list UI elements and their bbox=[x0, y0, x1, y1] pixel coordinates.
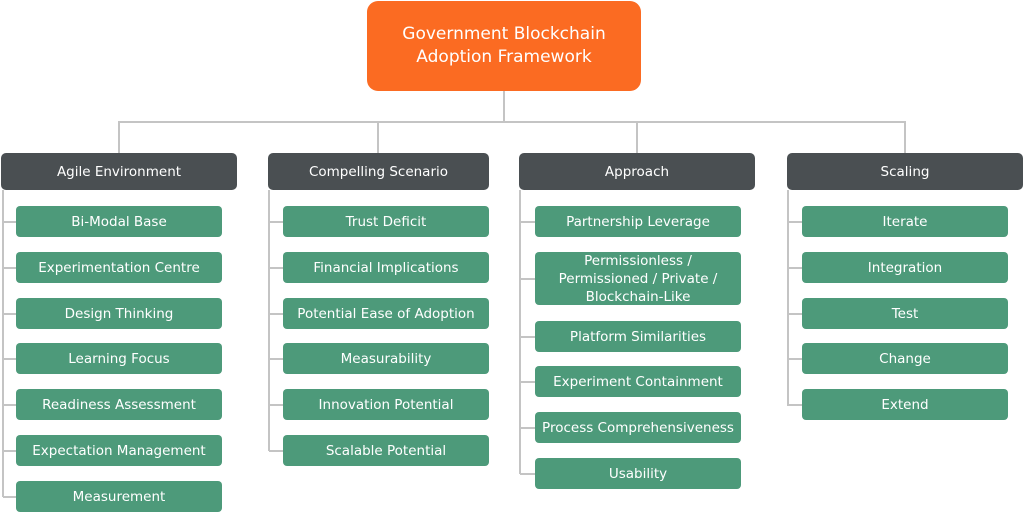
branch-line bbox=[3, 450, 17, 452]
node-integration: Integration bbox=[802, 252, 1008, 283]
branch-line bbox=[520, 278, 536, 280]
column-header-agile-environment: Agile Environment bbox=[1, 153, 237, 190]
node-design-thinking: Design Thinking bbox=[16, 298, 222, 329]
branch-line bbox=[788, 221, 803, 223]
node-potential-ease-of-adoption: Potential Ease of Adoption bbox=[283, 298, 489, 329]
branch-line bbox=[788, 358, 803, 360]
node-measurability: Measurability bbox=[283, 343, 489, 374]
node-change: Change bbox=[802, 343, 1008, 374]
node-platform-similarities: Platform Similarities bbox=[535, 321, 741, 352]
node-partnership-leverage: Partnership Leverage bbox=[535, 206, 741, 237]
spine-compelling bbox=[268, 190, 270, 451]
branch-line bbox=[520, 336, 536, 338]
branch-line bbox=[269, 267, 284, 269]
drop-line-approach bbox=[636, 121, 638, 153]
column-header-scaling: Scaling bbox=[787, 153, 1023, 190]
branch-line bbox=[3, 267, 17, 269]
spine-agile bbox=[2, 190, 4, 497]
node-extend: Extend bbox=[802, 389, 1008, 420]
node-innovation-potential: Innovation Potential bbox=[283, 389, 489, 420]
node-expectation-management: Expectation Management bbox=[16, 435, 222, 466]
root-stem-line bbox=[503, 91, 505, 122]
root-title-line-1: Government Blockchain bbox=[402, 24, 606, 44]
column-header-approach: Approach bbox=[519, 153, 755, 190]
spine-approach bbox=[519, 190, 521, 474]
branch-line bbox=[3, 404, 17, 406]
branch-line bbox=[788, 313, 803, 315]
drop-line-agile bbox=[118, 121, 120, 153]
branch-line bbox=[269, 450, 284, 452]
branch-line bbox=[269, 221, 284, 223]
branch-line bbox=[3, 358, 17, 360]
node-permission-models: Permissionless / Permissioned / Private … bbox=[535, 252, 741, 305]
branch-line bbox=[3, 313, 17, 315]
node-process-comprehensiveness: Process Comprehensiveness bbox=[535, 412, 741, 443]
branch-line bbox=[520, 221, 536, 223]
branch-line bbox=[269, 358, 284, 360]
branch-line bbox=[269, 313, 284, 315]
node-bi-modal-base: Bi-Modal Base bbox=[16, 206, 222, 237]
branch-line bbox=[520, 473, 536, 475]
node-experiment-containment: Experiment Containment bbox=[535, 366, 741, 397]
node-learning-focus: Learning Focus bbox=[16, 343, 222, 374]
branch-line bbox=[520, 381, 536, 383]
node-usability: Usability bbox=[535, 458, 741, 489]
node-experimentation-centre: Experimentation Centre bbox=[16, 252, 222, 283]
branch-line bbox=[788, 267, 803, 269]
drop-line-scaling bbox=[904, 121, 906, 153]
spine-scaling bbox=[787, 190, 789, 406]
branch-line bbox=[520, 427, 536, 429]
branch-line bbox=[3, 221, 17, 223]
branch-line bbox=[3, 496, 17, 498]
branch-line bbox=[788, 404, 803, 406]
root-title-line-2: Adoption Framework bbox=[416, 47, 592, 67]
branch-line bbox=[269, 404, 284, 406]
node-iterate: Iterate bbox=[802, 206, 1008, 237]
header-bus-line bbox=[118, 121, 906, 123]
node-financial-implications: Financial Implications bbox=[283, 252, 489, 283]
column-header-compelling-scenario: Compelling Scenario bbox=[268, 153, 489, 190]
node-readiness-assessment: Readiness Assessment bbox=[16, 389, 222, 420]
node-trust-deficit: Trust Deficit bbox=[283, 206, 489, 237]
node-measurement: Measurement bbox=[16, 481, 222, 512]
node-scalable-potential: Scalable Potential bbox=[283, 435, 489, 466]
drop-line-compelling bbox=[377, 121, 379, 153]
node-test: Test bbox=[802, 298, 1008, 329]
root-node: Government Blockchain Adoption Framework bbox=[367, 1, 641, 91]
